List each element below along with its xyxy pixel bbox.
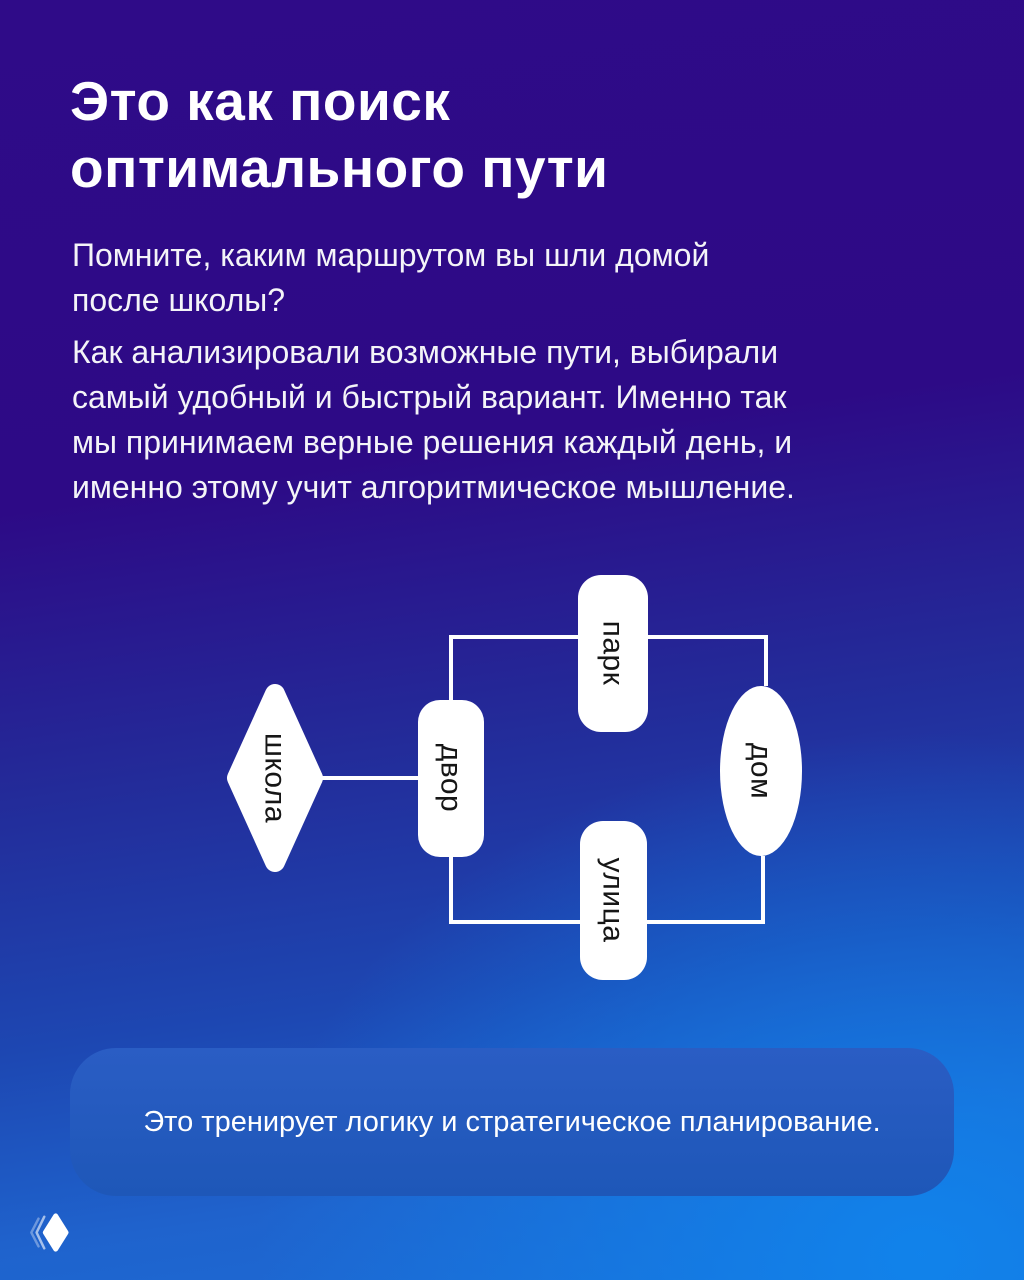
street-node-label: улица [597,858,630,943]
intro-body: Как анализировали возможные пути, выбира… [72,334,795,505]
logo-diamond-icon [42,1213,69,1252]
edge-park-home [648,635,768,686]
street-node [580,821,647,980]
logo-echo-chevron-inner-icon [35,1215,46,1250]
home-node-label: дом [745,743,778,799]
school-node-label: школа [259,733,292,823]
park-node [578,575,648,732]
brand-diamond-logo [30,1213,69,1252]
footer-panel-text: Это тренирует логику и стратегическое пл… [143,1105,881,1138]
logo-echo-chevron-outer-icon [30,1217,40,1248]
park-node-label: парк [597,621,630,686]
school-node [227,684,323,872]
edge-yard-street [449,857,580,924]
edge-street-home [647,856,765,924]
intro-question: Помните, каким маршрутом вы шли домой по… [72,237,710,318]
page-title: Это как поиск оптимального пути [70,70,609,199]
yard-node [418,700,484,857]
route-flowchart: школа двор парк улица дом [227,575,802,980]
yard-node-label: двор [435,744,468,812]
edge-yard-park [449,635,578,700]
footer-panel: Это тренирует логику и стратегическое пл… [70,1048,954,1196]
home-node [720,686,802,856]
